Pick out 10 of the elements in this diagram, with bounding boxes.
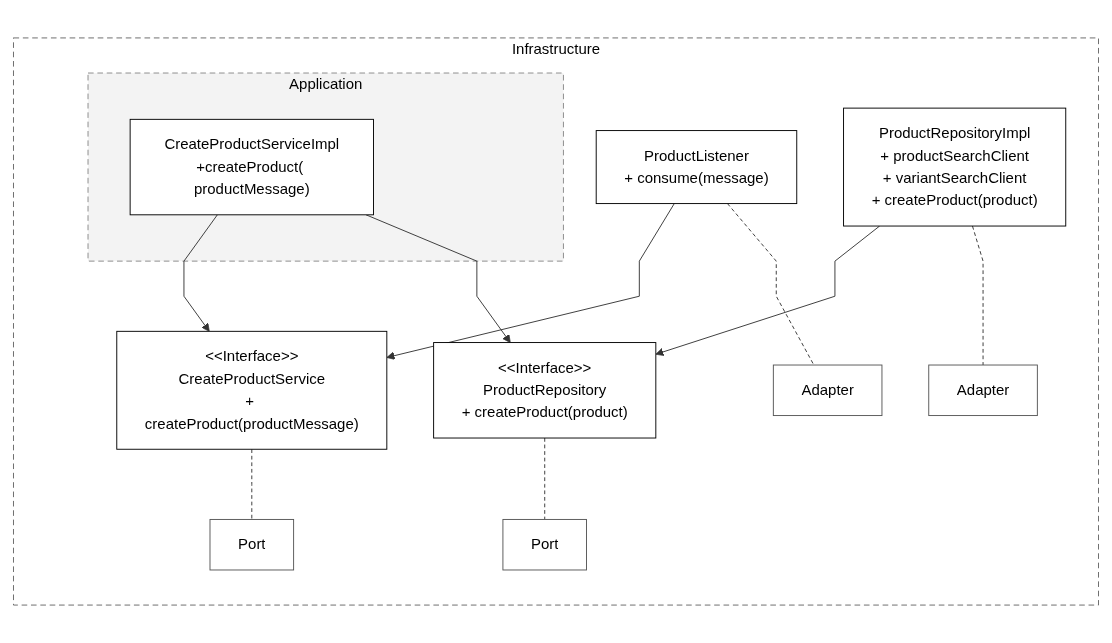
node-box: <<Interface>> ProductRepository + createProduct(product) [433, 342, 657, 439]
node-box: Adapter [772, 364, 883, 417]
node-box: ProductRepositoryImpl + productSearchClient + variantSearchClient + createProduct(product) [843, 107, 1067, 227]
node-box: Port [209, 518, 295, 571]
node-box: CreateProductServiceImpl +createProduct( productMessage) [129, 118, 374, 216]
node-box: ProductListener + consume(message) [595, 130, 798, 205]
connector [544, 437, 546, 520]
node-box: <<Interface>> CreateProductService + createProduct(productMessage) [116, 330, 388, 450]
node-box: Adapter [928, 364, 1038, 417]
node-box: Port [502, 518, 587, 571]
